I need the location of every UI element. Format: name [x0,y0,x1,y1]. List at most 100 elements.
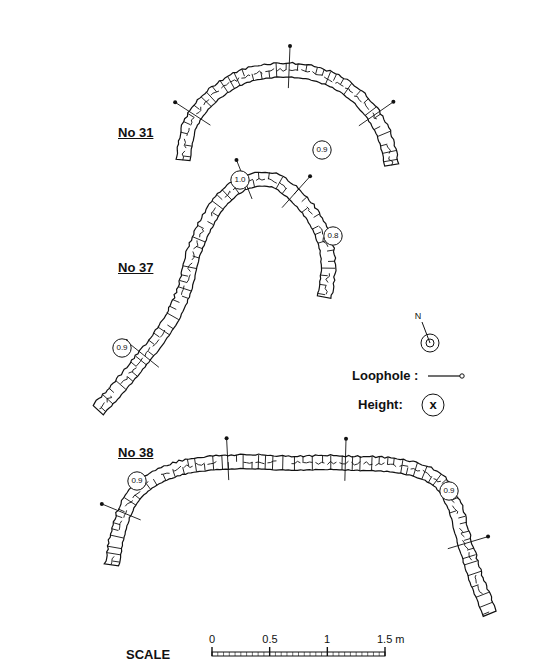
stone-joint [268,71,270,78]
stone-joint [401,459,403,473]
scale-tick [338,652,339,656]
scale-tick [211,647,212,656]
stone-joint [478,585,483,593]
stone-joint [243,455,244,469]
loophole [175,102,210,125]
stone-joint [333,74,336,80]
stone-joint [327,250,334,251]
stone-joint [352,456,354,470]
stone-joint [314,214,320,218]
scale-tick [246,652,247,656]
stone-joint [158,327,170,335]
scale-tick [229,652,230,656]
stone-joint [400,465,409,466]
stone-joint [108,546,122,548]
stone-joint [241,75,250,78]
stone-joint [320,284,327,285]
stone-joint [124,498,136,506]
stone-joint [462,555,475,559]
scale-value: 0.5 [262,634,277,645]
stone-joint [131,362,136,366]
stone-joint [110,535,124,538]
stone-joint [178,287,191,291]
stone-joint [464,538,471,540]
loophole [345,439,346,481]
stone-joint [302,197,307,202]
stone-joint [113,561,120,562]
stone-joint [111,556,114,564]
scale-title: SCALE [126,648,170,661]
scale-tick [258,652,259,656]
stone-joint [344,83,352,95]
stone-joint [464,561,477,565]
height-value: 0.9 [116,344,127,352]
stone-joint [103,395,113,404]
stone-joint [183,156,190,158]
scale-tick [235,652,236,656]
stone-joint [433,474,441,485]
stone-joint [196,463,205,465]
stone-joint [225,191,231,197]
stone-joint [365,107,376,115]
stone-joint [321,268,335,269]
stone-joint [119,521,122,530]
stone-joint [194,458,196,472]
scale-tick [310,652,311,656]
stone-joint [258,172,260,179]
loophole-end [234,158,238,162]
stone-joint [312,456,313,470]
stone-joint [128,377,133,382]
stone-joint [286,63,287,70]
stone-joint [428,476,431,482]
stone-joint [154,333,160,337]
stone-joint [184,139,186,148]
stone-joint [217,195,222,200]
stone-joint [462,540,468,549]
stone-joint [359,456,360,470]
stone-joint [161,473,170,474]
plan-number: No 31 [118,126,153,139]
loophole-end [344,437,348,441]
loophole [359,102,393,126]
stone-joint [345,88,353,93]
stone-joint [167,313,179,320]
scale-tick [304,652,305,656]
height-symbol: x [429,398,436,411]
scale-tick [269,647,270,656]
stone-joint [167,325,173,329]
stone-joint [472,585,479,587]
stone-joint [387,464,396,467]
stone-joint [135,495,140,499]
stone-joint [173,300,179,303]
stone-joint [261,72,262,79]
stone-joint [377,131,390,136]
stone-joint [251,462,252,469]
stone-joint [207,221,213,224]
stone-joint [153,339,159,346]
stone-joint [196,246,203,248]
stone-joint [282,188,286,194]
stone-joint [356,90,361,95]
stone-joint [194,105,200,109]
stone-joint [181,275,188,276]
stone-joint [322,69,324,76]
stone-joint [220,81,228,93]
stone-joint [476,592,489,597]
scale-tick [361,652,362,656]
plan-number: No 38 [118,446,153,459]
wall-outline [104,454,496,616]
stone-joint [363,462,372,465]
stone-joint [170,306,176,309]
stone-joint [289,69,298,71]
stone-joint [406,467,408,474]
loophole-sample [428,375,460,376]
stone-joint [458,516,465,518]
stone-joint [206,92,216,102]
scale-tick [292,652,293,656]
stone-joint [234,73,240,86]
stone-joint [325,286,327,295]
stone-joint [132,372,137,376]
stone-joint [480,602,493,607]
stone-joint [483,612,489,615]
